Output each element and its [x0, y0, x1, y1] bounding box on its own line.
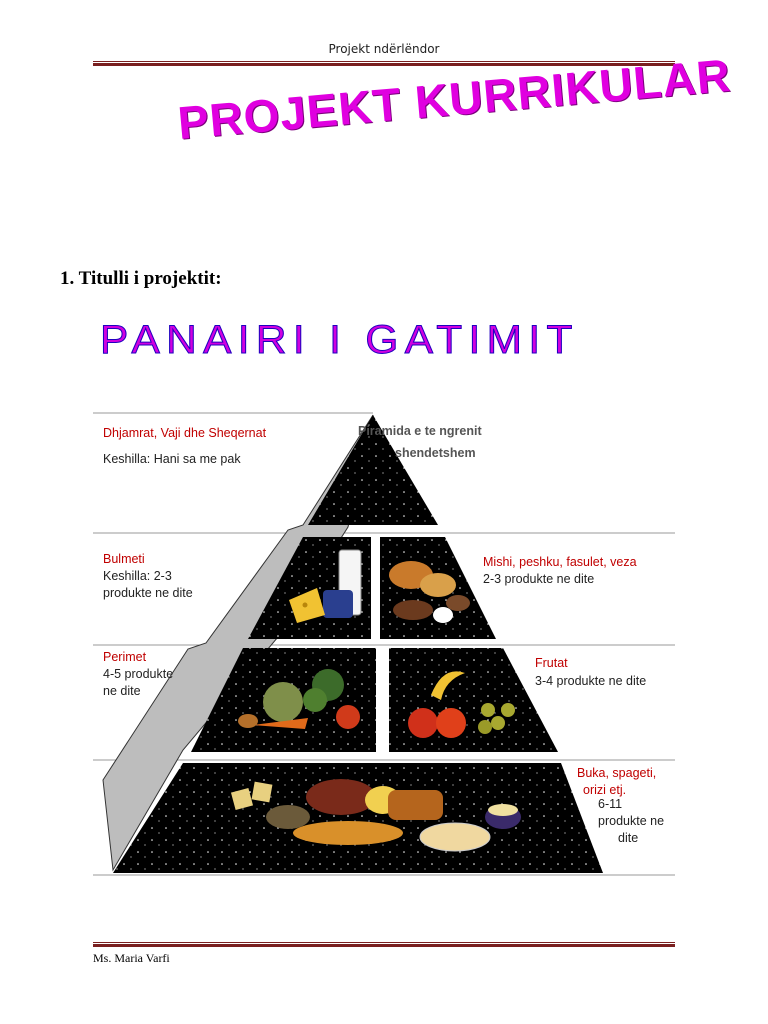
pyramid-title-line1: Piramida e te ngrenit [358, 424, 482, 438]
tier-dairy-label: Bulmeti [103, 552, 145, 566]
tier-fruit-advice: 3-4 produkte ne dite [535, 674, 646, 688]
tier-grain-label-2: orizi etj. [583, 783, 626, 797]
food-pyramid-figure: Piramida e te ngrenit shendetshem Dhjamr… [93, 412, 675, 876]
grain-food-icon [230, 779, 521, 852]
section-title: 1. Titulli i projektit: [60, 268, 222, 289]
tier-fruit-block [389, 648, 558, 752]
tier-grain-block [113, 763, 603, 873]
project-name: PANAIRI I GATIMIT [99, 318, 579, 363]
tier-fats-block [308, 415, 438, 525]
tier-dairy-advice-1: Keshilla: 2-3 [103, 569, 172, 583]
page-footer: Ms. Maria Varfi [93, 951, 170, 965]
pyramid-title-line2: shendetshem [395, 446, 476, 460]
footer-rule [93, 942, 675, 947]
tier-fruit-label: Frutat [535, 656, 568, 670]
tier-veg-advice-2: ne dite [103, 684, 141, 698]
tier-meat-advice: 2-3 produkte ne dite [483, 572, 594, 586]
tier-grain-advice-2: produkte ne [598, 814, 664, 828]
tier-grain-label-1: Buka, spageti, [577, 766, 656, 780]
vegetable-food-icon [238, 669, 360, 729]
tier-fats-label: Dhjamrat, Vaji dhe Sheqernat [103, 426, 267, 440]
fruit-food-icon [408, 671, 515, 738]
tier-grain-advice-3: dite [618, 831, 638, 845]
tier-grain-advice-1: 6-11 [598, 797, 622, 811]
tier-veg-advice-1: 4-5 produkte [103, 667, 173, 681]
header-rule [93, 61, 675, 66]
tier-meat-label: Mishi, peshku, fasulet, veza [483, 555, 637, 569]
tier-fats-advice: Keshilla: Hani sa me pak [103, 452, 241, 466]
page-header: Projekt ndërlëndor [328, 42, 440, 56]
dairy-food-icon [289, 549, 362, 623]
meat-food-icon [389, 561, 470, 623]
tier-dairy-advice-2: produkte ne dite [103, 586, 193, 600]
tier-veg-label: Perimet [103, 650, 147, 664]
